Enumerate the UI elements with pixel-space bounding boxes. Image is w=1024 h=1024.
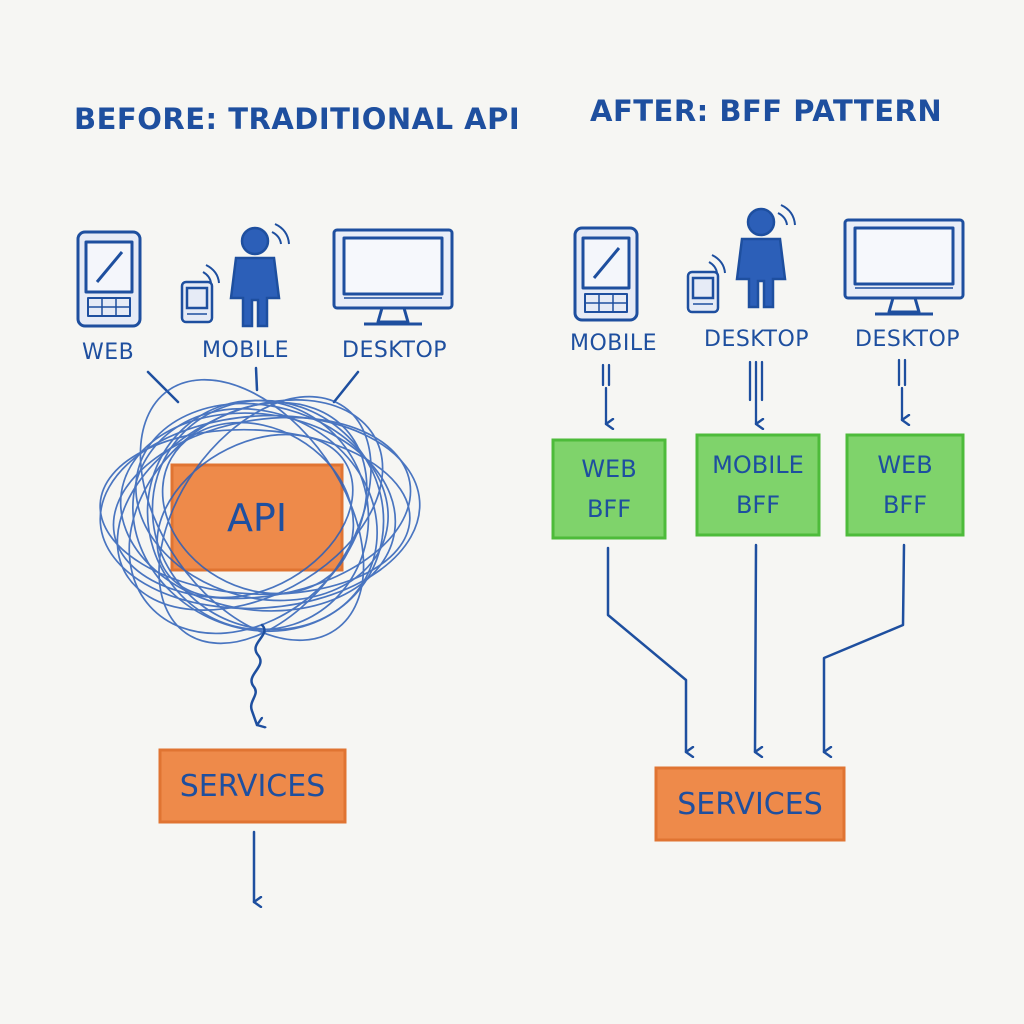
api-box xyxy=(170,463,344,572)
client-connectors xyxy=(146,366,360,404)
bff-label-web: WEB BFF xyxy=(877,451,933,519)
before-title: BEFORE: TRADITIONAL API xyxy=(74,102,521,136)
services-label-before: SERVICES xyxy=(179,768,326,804)
tablet-icon xyxy=(76,230,142,328)
bff-label-mobile: MOBILE BFF xyxy=(712,451,804,519)
bff-box-1 xyxy=(551,438,667,540)
client-label-mobile: MOBILE xyxy=(202,338,290,363)
client-label-web: WEB xyxy=(82,340,135,365)
person-icon xyxy=(735,204,796,309)
tablet-icon xyxy=(573,226,639,322)
client-to-bff-arrows xyxy=(601,358,905,424)
phone-icon xyxy=(180,264,220,324)
bff-box-2 xyxy=(695,433,821,537)
phone-icon xyxy=(686,254,726,314)
person-icon xyxy=(229,223,290,328)
services-box-after xyxy=(654,766,846,842)
after-title: AFTER: BFF PATTERN xyxy=(590,94,943,128)
client-label-mobile: MOBILE xyxy=(570,331,658,356)
client-label-desktop: DESKTOP xyxy=(855,327,961,352)
tangle-scribble xyxy=(99,378,421,645)
monitor-icon xyxy=(332,228,454,326)
client-label-desktop: DESKTOP xyxy=(704,327,810,352)
services-box-before xyxy=(158,748,347,824)
bff-to-services-arrows xyxy=(606,543,906,752)
bff-label-web: WEB BFF xyxy=(581,455,637,523)
api-label: API xyxy=(226,495,288,540)
api-to-services-arrow xyxy=(249,623,264,725)
client-label-desktop: DESKTOP xyxy=(342,338,448,363)
bff-box-3 xyxy=(845,433,965,537)
monitor-icon xyxy=(843,218,965,316)
services-label-after: SERVICES xyxy=(677,786,823,822)
